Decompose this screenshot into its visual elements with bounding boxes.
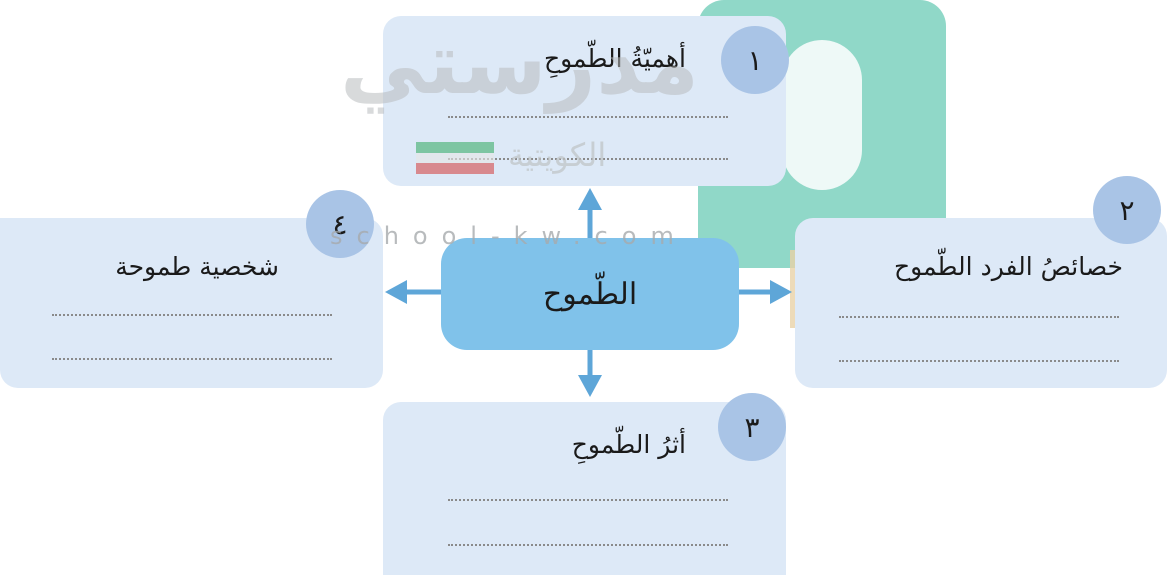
arrow-right-head: [770, 280, 792, 304]
box-title: أثرُ الطّموحِ: [571, 430, 686, 459]
answer-line: [839, 360, 1119, 362]
answer-line: [448, 116, 728, 118]
answer-line: [52, 314, 332, 316]
box-title: شخصية طموحة: [115, 252, 279, 281]
watermark-url: school-kw.com: [330, 222, 688, 250]
answer-line: [839, 316, 1119, 318]
box-characteristics: خصائصُ الفرد الطّموح: [795, 218, 1167, 388]
number-badge-4: ٤: [306, 190, 374, 258]
arrow-down-head: [578, 375, 602, 397]
watermark-brand: مدرستي: [340, 14, 700, 114]
number-badge-1: ١: [721, 26, 789, 94]
arrow-left-head: [385, 280, 407, 304]
kuwait-flag: [416, 142, 494, 174]
number-badge-3: ٣: [718, 393, 786, 461]
answer-line: [52, 358, 332, 360]
answer-line: [448, 544, 728, 546]
answer-line: [448, 499, 728, 501]
watermark-logo-cutout: [782, 40, 862, 190]
watermark-country: الكويتية: [508, 136, 607, 174]
arrow-up-head: [578, 188, 602, 210]
answer-line: [448, 158, 728, 160]
center-node: الطّموح: [441, 238, 739, 350]
box-title: أهميّةُ الطّموحِ: [543, 44, 686, 73]
number-badge-2: ٢: [1093, 176, 1161, 244]
box-title: خصائصُ الفرد الطّموح: [894, 252, 1123, 281]
